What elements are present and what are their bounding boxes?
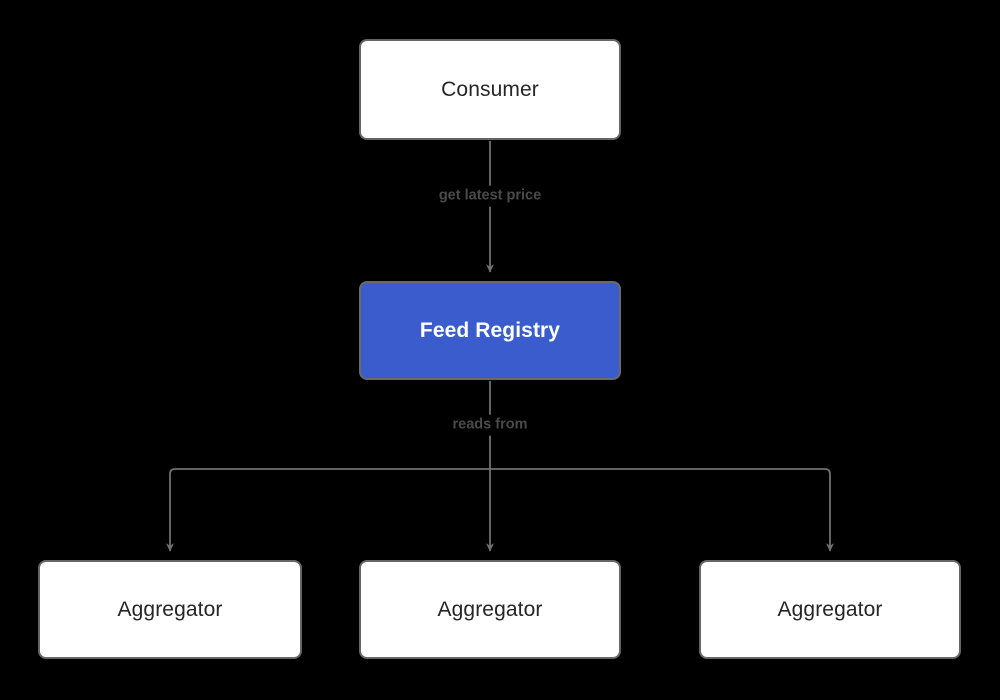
node-aggregator-1[interactable]: Aggregator <box>38 560 302 659</box>
edge-label-reads-from: reads from <box>446 414 534 436</box>
edge-feed-registry-to-aggregator-3 <box>490 468 834 552</box>
node-consumer-label: Consumer <box>441 78 539 101</box>
node-aggregator-3-label: Aggregator <box>777 598 883 621</box>
node-feed-registry[interactable]: Feed Registry <box>359 281 621 380</box>
node-aggregator-2-label: Aggregator <box>437 598 543 621</box>
node-aggregator-2[interactable]: Aggregator <box>359 560 621 659</box>
node-aggregator-3[interactable]: Aggregator <box>699 560 961 659</box>
node-aggregator-1-label: Aggregator <box>117 598 223 621</box>
edge-feed-registry-to-aggregator-1 <box>166 468 490 552</box>
edge-label-get-latest-price: get latest price <box>432 185 548 207</box>
node-feed-registry-label: Feed Registry <box>419 319 561 342</box>
node-consumer[interactable]: Consumer <box>359 39 621 140</box>
